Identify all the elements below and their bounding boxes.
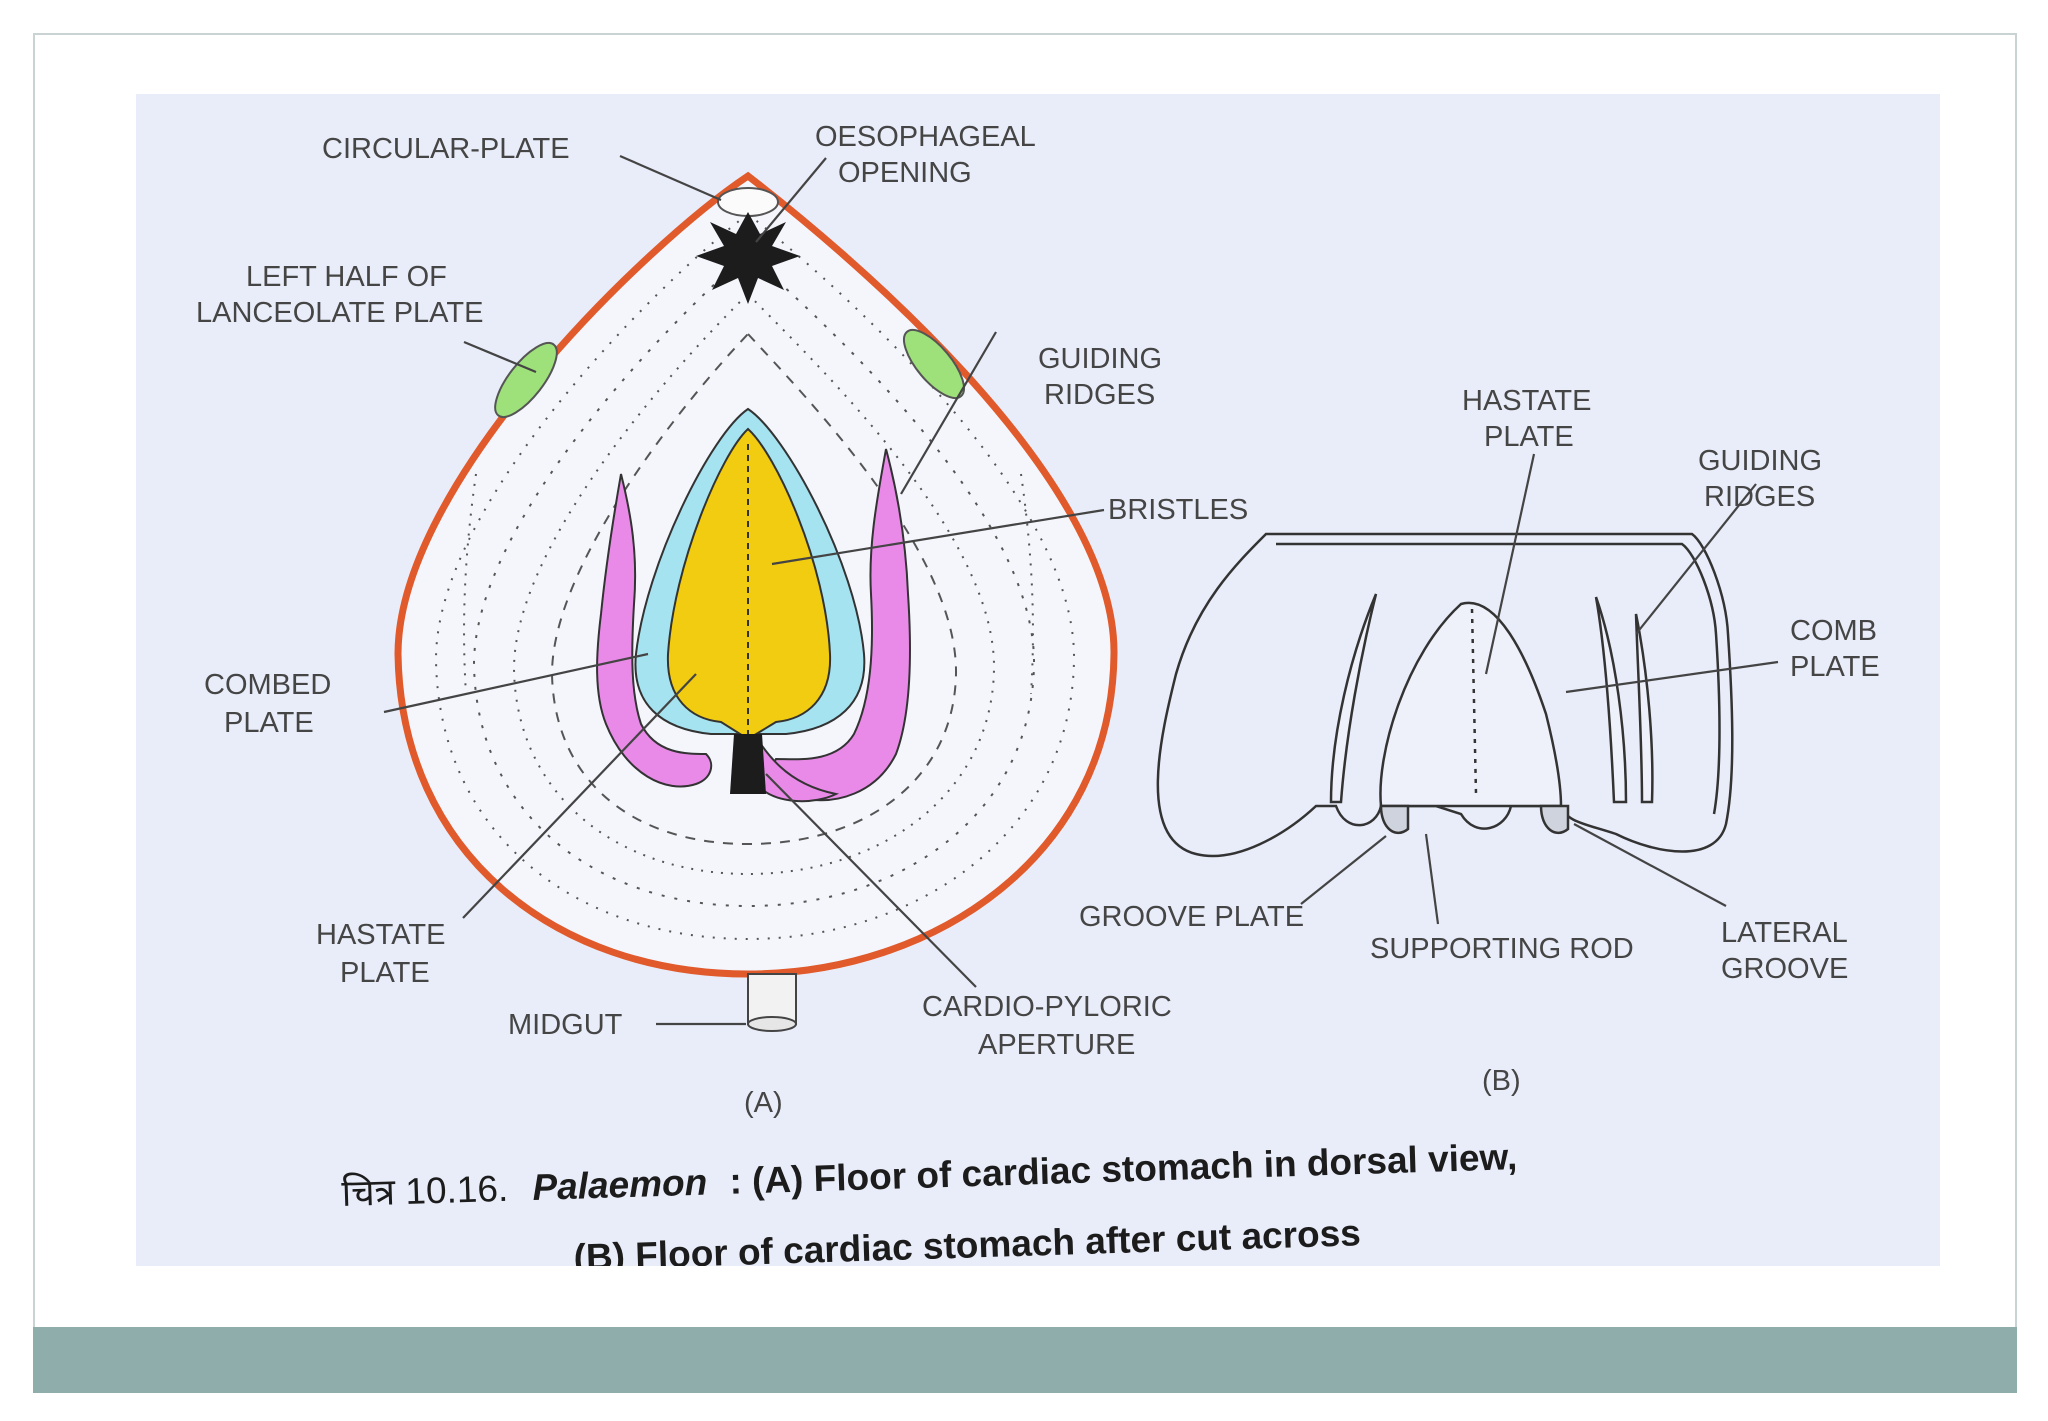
label-guiding-ridges-a-1: GUIDING — [1038, 343, 1162, 375]
label-guiding-ridges-b-1: GUIDING — [1698, 445, 1822, 477]
label-oesophageal-opening-2: OPENING — [838, 157, 972, 189]
guiding-ridge-right-inner — [747, 723, 840, 803]
caption-genus: Palaemon — [532, 1162, 708, 1208]
label-lateral-groove-1: LATERAL — [1721, 917, 1848, 949]
midgut-tube — [747, 973, 797, 1025]
label-bristles: BRISTLES — [1108, 494, 1248, 526]
label-oesophageal-opening-1: OESOPHAGEAL — [815, 121, 1036, 153]
label-combed-plate-2: PLATE — [224, 707, 314, 739]
figure-a-drawing — [394, 171, 1118, 1032]
label-comb-plate-2: PLATE — [1790, 651, 1880, 683]
oesophageal-opening — [696, 212, 800, 304]
label-guiding-ridges-a-2: RIDGES — [1044, 379, 1155, 411]
label-circular-plate: CIRCULAR-PLATE — [322, 133, 570, 165]
leader-lines — [383, 154, 1779, 1026]
figure-b-drawing — [1156, 532, 1734, 858]
label-lateral-groove-2: GROOVE — [1721, 953, 1848, 985]
concentric-dotted-rings — [434, 212, 1076, 941]
label-cardio-pyloric-1: CARDIO-PYLORIC — [922, 991, 1172, 1023]
label-supporting-rod: SUPPORTING ROD — [1370, 933, 1634, 965]
circular-plate — [717, 187, 779, 217]
cut-section-outline — [1156, 532, 1734, 858]
caption-prefix: चित्र 10.16. — [341, 1167, 509, 1214]
label-guiding-ridges-b-2: RIDGES — [1704, 481, 1815, 513]
figure-a-labels: CIRCULAR-PLATE OESOPHAGEAL OPENING LEFT … — [196, 121, 1248, 1119]
lateral-groove-b — [1539, 804, 1570, 835]
label-cardio-pyloric-2: APERTURE — [978, 1029, 1135, 1061]
hastate-plate-b — [1379, 601, 1563, 808]
label-hastate-plate-a-1: HASTATE — [316, 919, 445, 951]
panel-letter-a: (A) — [744, 1087, 783, 1119]
figure-b-labels: HASTATE PLATE GUIDING RIDGES COMB PLATE … — [1079, 385, 1880, 1097]
label-left-half-lanceolate-2: LANCEOLATE PLATE — [196, 297, 483, 329]
label-midgut: MIDGUT — [508, 1009, 623, 1041]
panel-letter-b: (B) — [1482, 1065, 1521, 1097]
footer-bar — [33, 1327, 2017, 1393]
guiding-ridge-b-right — [1594, 596, 1628, 804]
cardio-pyloric-aperture — [730, 734, 766, 794]
label-groove-plate: GROOVE PLATE — [1079, 901, 1304, 933]
lanceolate-plate-right — [903, 329, 965, 399]
midgut-tube-end — [747, 1016, 797, 1032]
label-combed-plate-1: COMBED — [204, 669, 331, 701]
label-hastate-plate-a-2: PLATE — [340, 957, 430, 989]
label-left-half-lanceolate-1: LEFT HALF OF — [246, 261, 447, 293]
guiding-ridge-b-left — [1329, 593, 1378, 804]
cut-section-inner-outline — [1276, 542, 1721, 815]
label-comb-plate-1: COMB — [1790, 615, 1877, 647]
guiding-ridge-b-right-2 — [1634, 613, 1654, 804]
guiding-ridge-left — [596, 473, 713, 788]
figure-photo: CIRCULAR-PLATE OESOPHAGEAL OPENING LEFT … — [136, 94, 1940, 1266]
label-hastate-plate-b-2: PLATE — [1484, 421, 1574, 453]
hastate-plate-b-midline — [1470, 608, 1478, 795]
lanceolate-plate-left — [494, 342, 558, 418]
groove-plate-b — [1379, 804, 1410, 835]
label-hastate-plate-b-1: HASTATE — [1462, 385, 1591, 417]
